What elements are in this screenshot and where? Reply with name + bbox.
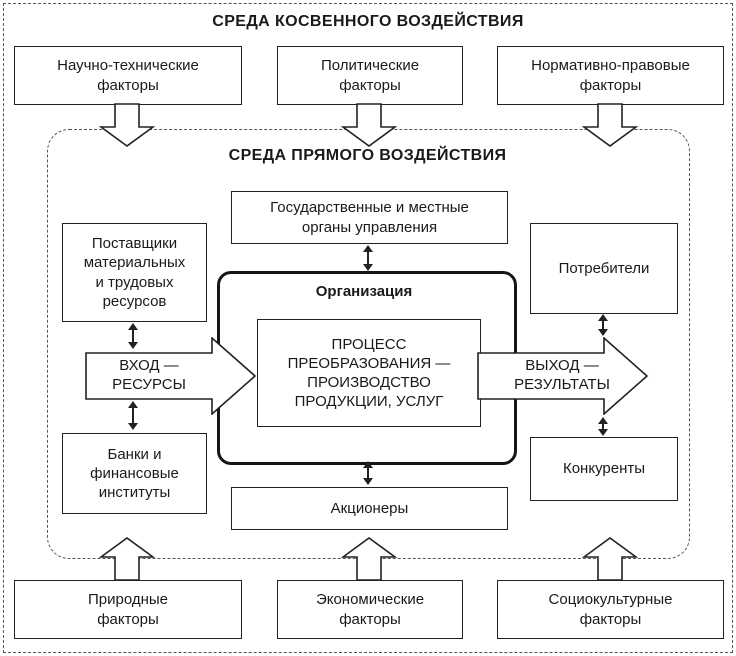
suppliers-box: Поставщики материальных и трудовых ресур… <box>62 223 207 322</box>
arrow-line <box>367 249 369 267</box>
block-arrow-up-icon <box>341 537 397 581</box>
process-box: ПРОЦЕСС ПРЕОБРАЗОВАНИЯ — ПРОИЗВОДСТВО ПР… <box>257 319 481 427</box>
double-arrow-icon <box>128 401 138 430</box>
arrow-line <box>602 421 604 432</box>
input-flow-label: ВХОД — РЕСУРСЫ <box>112 356 186 394</box>
arrow-line <box>602 318 604 332</box>
arrowhead-up <box>598 417 608 424</box>
output-flow-label: ВЫХОД — РЕЗУЛЬТАТЫ <box>514 356 610 394</box>
arrow-line <box>132 327 134 345</box>
direct-environment-title: СРЕДА ПРЯМОГО ВОЗДЕЙСТВИЯ <box>228 147 507 164</box>
double-arrow-icon <box>598 314 608 336</box>
organization-title: Организация <box>315 283 413 300</box>
outer-dashed-frame <box>3 3 733 653</box>
arrowhead-down <box>128 423 138 430</box>
input-flow-arrow-icon <box>85 337 257 415</box>
block-arrow-up-icon <box>99 537 155 581</box>
arrow-line <box>367 465 369 481</box>
arrowhead-down <box>128 342 138 349</box>
banks-box: Банки и финансовые институты <box>62 433 207 514</box>
arrowhead-down <box>598 429 608 436</box>
factor-box-legal: Нормативно-правовые факторы <box>497 46 724 105</box>
arrowhead-up <box>598 314 608 321</box>
government-box: Государственные и местные органы управле… <box>231 191 508 244</box>
arrowhead-up <box>128 401 138 408</box>
arrowhead-down <box>363 478 373 485</box>
double-arrow-icon <box>363 245 373 271</box>
shareholders-box: Акционеры <box>231 487 508 530</box>
arrowhead-down <box>363 264 373 271</box>
factor-box-economic: Экономические факторы <box>277 580 463 639</box>
block-arrow-down-icon <box>582 103 638 147</box>
output-flow-arrow-icon <box>477 337 649 415</box>
block-arrow-down-icon <box>341 103 397 147</box>
arrowhead-up <box>363 461 373 468</box>
indirect-environment-title: СРЕДА КОСВЕННОГО ВОЗДЕЙСТВИЯ <box>212 13 524 30</box>
consumers-box: Потребители <box>530 223 678 314</box>
factor-box-natural: Природные факторы <box>14 580 242 639</box>
factor-box-sociocultural: Социокультурные факторы <box>497 580 724 639</box>
block-arrow-up-icon <box>582 537 638 581</box>
arrowhead-up <box>128 323 138 330</box>
factor-box-scientific-technical: Научно-технические факторы <box>14 46 242 105</box>
arrowhead-down <box>598 329 608 336</box>
competitors-box: Конкуренты <box>530 437 678 501</box>
arrow-line <box>132 405 134 426</box>
double-arrow-icon <box>363 461 373 485</box>
double-arrow-icon <box>598 417 608 436</box>
block-arrow-down-icon <box>99 103 155 147</box>
factor-box-political: Политические факторы <box>277 46 463 105</box>
arrowhead-up <box>363 245 373 252</box>
double-arrow-icon <box>128 323 138 349</box>
